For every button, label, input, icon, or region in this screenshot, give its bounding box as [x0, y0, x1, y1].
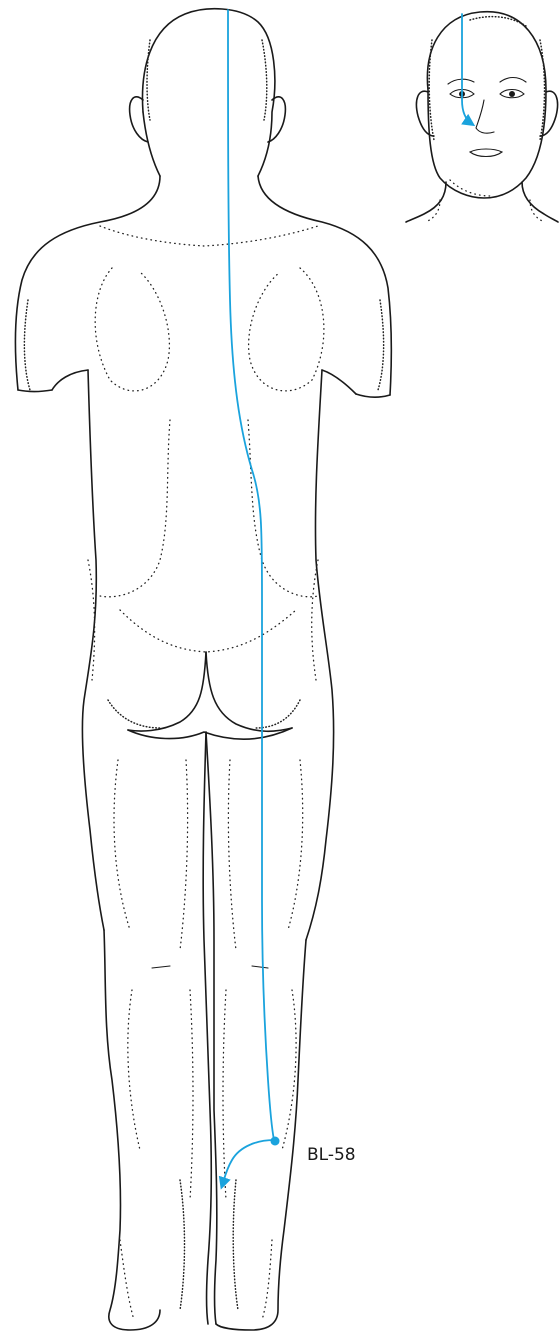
posterior-body-figure [15, 9, 391, 1330]
channel-line-back [228, 10, 274, 1140]
torso-left-side [82, 370, 104, 930]
face-left-ear [416, 91, 434, 136]
point-bl58-label: BL-58 [307, 1145, 356, 1165]
anterior-head-figure [406, 12, 558, 222]
nose [476, 100, 494, 133]
left-arm [18, 390, 52, 392]
face-right-ear [540, 91, 558, 136]
channel-branch-calf [222, 1140, 274, 1186]
neck-shoulder-left [15, 176, 160, 390]
right-leg-outer [216, 940, 306, 1330]
mouth [470, 149, 502, 157]
face-neck [406, 182, 446, 222]
meridian-channel [222, 10, 472, 1186]
channel-line-face [462, 14, 472, 124]
shading-scapula-left [95, 268, 169, 391]
neck-shoulder-right [258, 176, 391, 395]
buttocks-crease [128, 652, 206, 731]
left-ear [130, 97, 148, 142]
point-bl58-marker[interactable] [271, 1137, 280, 1146]
shading-scapula-right [249, 268, 324, 391]
torso-right-side [306, 370, 334, 940]
face-outline [427, 12, 546, 198]
head-back-outline [142, 9, 274, 176]
right-arm [356, 394, 390, 397]
